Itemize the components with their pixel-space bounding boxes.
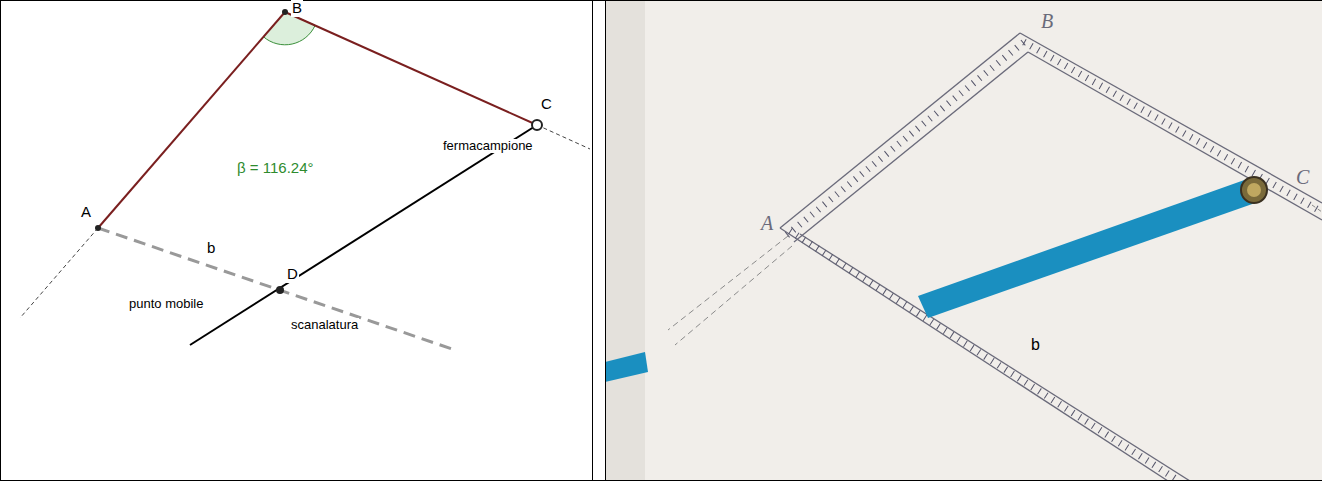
point-d	[276, 286, 284, 294]
point-a	[95, 225, 101, 231]
photo-wall	[605, 0, 1322, 481]
handwritten-label: B	[1040, 10, 1054, 32]
part-label: fermacampione	[442, 139, 534, 153]
rod-line	[190, 125, 537, 345]
segment-bc	[285, 12, 537, 125]
extension-line	[20, 228, 98, 318]
bolt	[1241, 177, 1267, 203]
blue-strip	[918, 178, 1258, 318]
line-label: b	[206, 240, 216, 257]
extension-line	[537, 125, 590, 149]
point-label: B	[291, 0, 303, 17]
point-b	[282, 9, 288, 15]
part-label: scanalatura	[290, 318, 359, 332]
groove-line	[98, 228, 455, 350]
dashed-guide	[1312, 205, 1322, 212]
segment-ab	[98, 12, 285, 228]
bolt	[1247, 183, 1261, 197]
angle-label: β = 116.24°	[236, 160, 315, 177]
point-label: D	[286, 266, 299, 283]
handwritten-label: C	[1295, 166, 1310, 188]
photo-board	[645, 0, 1322, 481]
point-c	[532, 120, 542, 130]
dashed-guide	[675, 246, 792, 345]
blue-strip	[605, 352, 648, 382]
dashed-guide	[668, 236, 788, 330]
ruler-ad	[780, 228, 1190, 481]
handwritten-label: A	[760, 212, 774, 234]
part-label: punto mobile	[128, 297, 204, 311]
point-label: A	[80, 204, 92, 221]
ruler-bc	[1020, 33, 1322, 220]
ruler-ab	[780, 33, 1028, 242]
line-label: b	[1030, 336, 1041, 354]
point-label: C	[540, 96, 553, 113]
